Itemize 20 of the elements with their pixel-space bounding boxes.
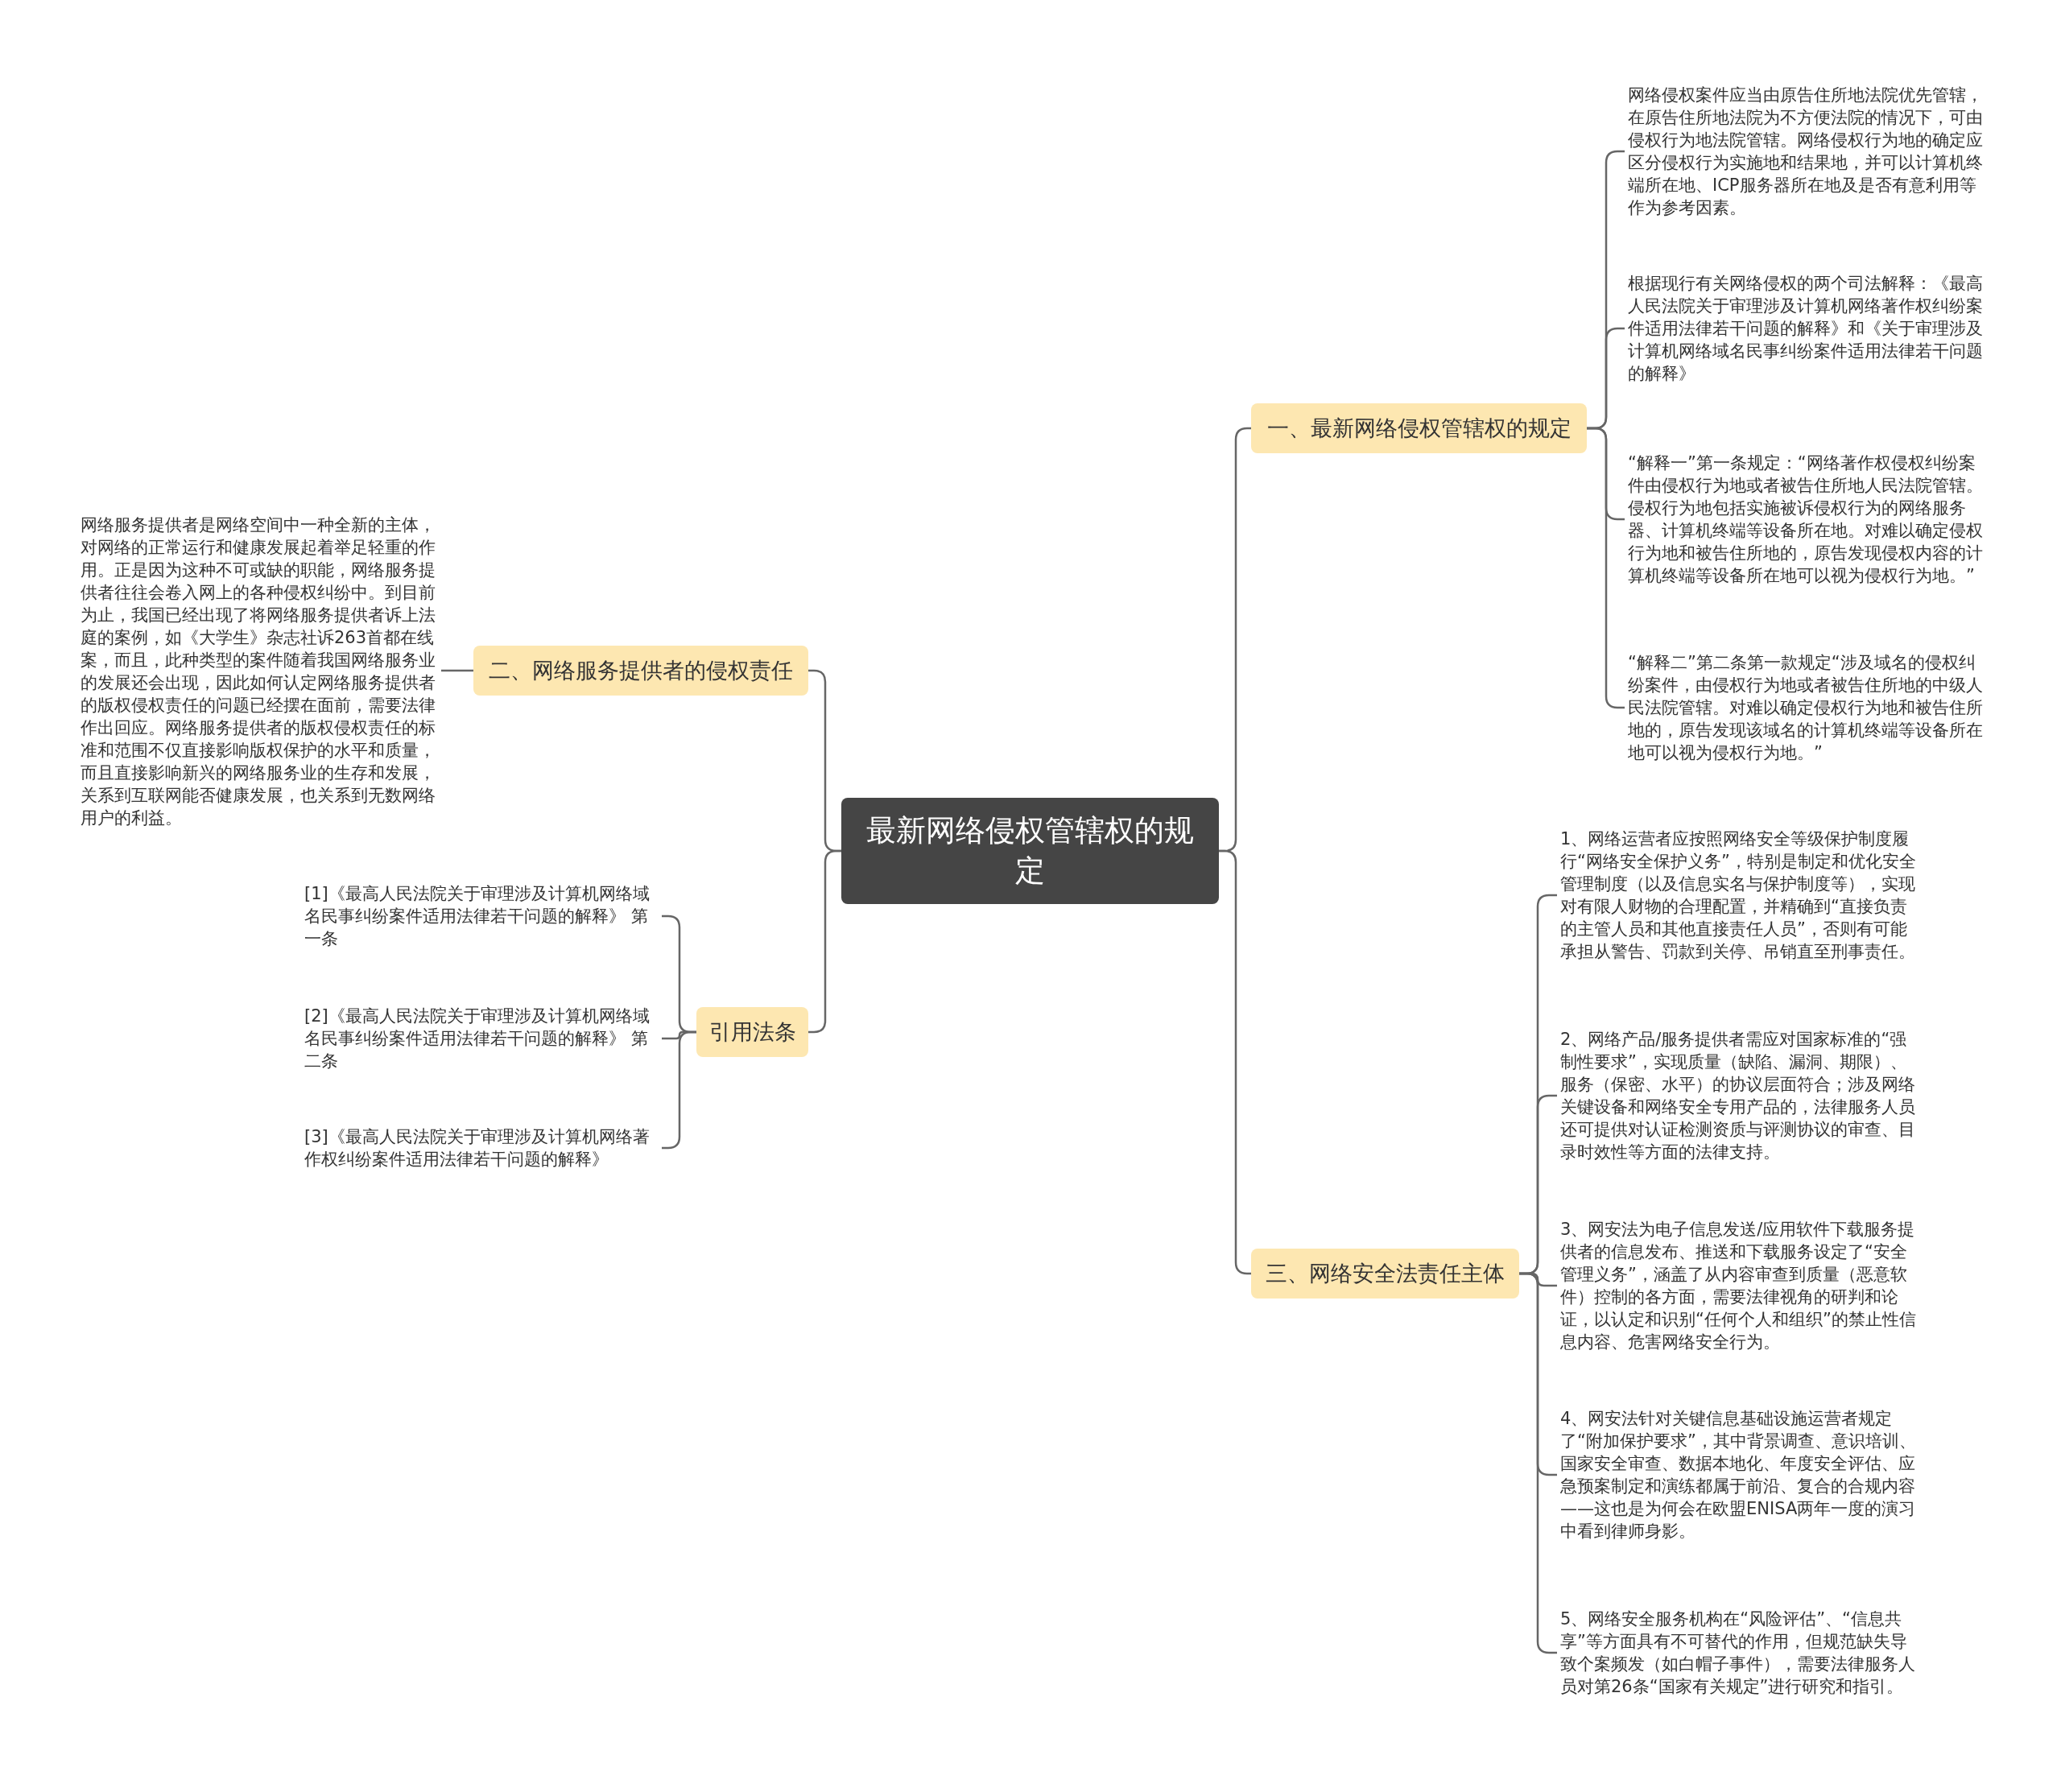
topic-text: [1]《最高人民法院关于审理涉及计算机网络域名民事纠纷案件适用法律若干问题的解释》 第一条: [301, 882, 662, 950]
topic-text: 4、网安法针对关键信息基础设施运营者规定了“附加保护要求”，其中背景调查、意识培训、国家安全审查、数据本地化、年度安全评估、应急预案制定和演练都属于前沿、复合的合规内容——这也是为何会在欧盟ENISA两年一度的演习中看到律师身影。: [1557, 1407, 1919, 1542]
topic-text: 5、网络安全服务机构在“风险评估”、“信息共享”等方面具有不可替代的作用，但规范缺失导致个案频发（如白帽子事件），需要法律服务人员对第26条“国家有关规定”进行研究和指引。: [1557, 1608, 1919, 1698]
topic-text: 3、网安法为电子信息发送/应用软件下载服务提供者的信息发布、推送和下载服务设定了“安全管理义务”，涵盖了从内容审查到质量（恶意软件）控制的各方面，需要法律视角的研判和论证，以认定和识别“任何个人和组织”的禁止性信息内容、危害网络安全行为。: [1557, 1218, 1919, 1353]
branch-topic: 引用法条: [696, 1007, 808, 1057]
topic-text: 根据现行有关网络侵权的两个司法解释：《最高人民法院关于审理涉及计算机网络著作权纠纷案件适用法律若干问题的解释》和《关于审理涉及计算机网络域名民事纠纷案件适用法律若干问题的解释》: [1625, 272, 1995, 385]
topic-text: 网络侵权案件应当由原告住所地法院优先管辖，在原告住所地法院为不方便法院的情况下，可由侵权行为地法院管辖。网络侵权行为地的确定应区分侵权行为实施地和结果地，并可以计算机终端所在地、ICP服务器所在地及是否有意利用等作为参考因素。: [1625, 84, 1995, 219]
topic-text: [2]《最高人民法院关于审理涉及计算机网络域名民事纠纷案件适用法律若干问题的解释》 第二条: [301, 1005, 662, 1072]
topic-text: 1、网络运营者应按照网络安全等级保护制度履行“网络安全保护义务”，特别是制定和优化安全管理制度（以及信息实名与保护制度等），实现对有限人财物的合理配置，并精确到“直接负责的主管人员和其他直接责任人员”，否则有可能承担从警告、罚款到关停、吊销直至刑事责任。: [1557, 828, 1919, 963]
topic-text: [3]《最高人民法院关于审理涉及计算机网络著作权纠纷案件适用法律若干问题的解释》: [301, 1125, 662, 1171]
topic-text: “解释二”第二条第一款规定“涉及域名的侵权纠纷案件，由侵权行为地或者被告住所地的中级人民法院管辖。对难以确定侵权行为地和被告住所地的，原告发现该域名的计算机终端等设备所在地可以视为侵权行为地。”: [1625, 651, 1995, 764]
connector-line: [441, 669, 473, 672]
topic-text: “解释一”第一条规定：“网络著作权侵权纠纷案件由侵权行为地或者被告住所地人民法院管辖。侵权行为地包括实施被诉侵权行为的网络服务器、计算机终端等设备所在地。对难以确定侵权行为地和被告住所地的，原告发现侵权内容的计算机终端等设备所在地可以视为侵权行为地。”: [1625, 452, 1995, 587]
branch-topic: 二、网络服务提供者的侵权责任: [473, 646, 808, 696]
connector-line: [808, 849, 841, 1034]
branch-topic: 一、最新网络侵权管辖权的规定: [1251, 403, 1587, 453]
central-topic: 最新网络侵权管辖权的规定: [841, 798, 1219, 904]
topic-text: 网络服务提供者是网络空间中一种全新的主体，对网络的正常运行和健康发展起着举足轻重的作用。正是因为这种不可或缺的职能，网络服务提供者往往会卷入网上的各种侵权纠纷中。到目前为止，我国已经出现了将网络服务提供者诉上法庭的案例，如《大学生》杂志社诉263首都在线案，而且，此种类型的案件随着我国网络服务业的发展还会出现，因此如何认定网络服务提供者的版权侵权责任的问题已经摆在面前，需要法律作出回应。网络服务提供者的版权侵权责任的标准和范围不仅直接影响版权保护的水平和质量，而且直接影响新兴的网络服务业的生存和发展，关系到互联网能否健康发展，也关系到无数网络用户的利益。: [77, 514, 441, 829]
topic-text: 2、网络产品/服务提供者需应对国家标准的“强制性要求”，实现质量（缺陷、漏洞、期限）、服务（保密、水平）的协议层面符合；涉及网络关键设备和网络安全专用产品的，法律服务人员还可提供对认证检测资质与评测协议的审查、目录时效性等方面的法律支持。: [1557, 1028, 1919, 1163]
branch-topic: 三、网络安全法责任主体: [1251, 1249, 1519, 1299]
